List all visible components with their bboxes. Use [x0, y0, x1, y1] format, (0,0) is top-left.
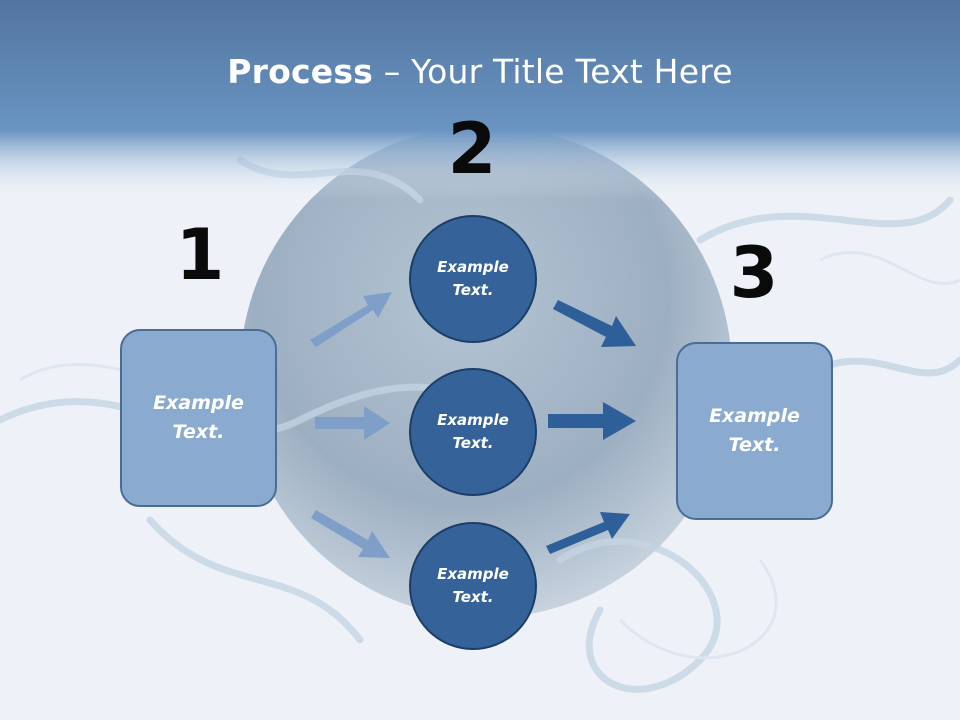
- slide-title: Process – Your Title Text Here: [0, 52, 960, 91]
- left-box: Example Text.: [120, 329, 277, 507]
- arrow-left-to-bottom: [311, 510, 390, 558]
- title-bold: Process: [227, 52, 374, 91]
- circle-top: Example Text.: [409, 215, 537, 343]
- circle-middle: Example Text.: [409, 368, 537, 496]
- step-number-2: 2: [447, 108, 497, 190]
- arrow-top-to-right: [553, 300, 636, 347]
- title-rest: – Your Title Text Here: [373, 52, 733, 91]
- arrow-bottom-to-right: [546, 512, 630, 554]
- arrow-left-to-top: [310, 292, 392, 347]
- step-number-1: 1: [175, 214, 225, 296]
- arrow-middle-to-right: [548, 402, 636, 440]
- arrow-left-to-middle: [315, 406, 390, 440]
- step-number-3: 3: [729, 232, 779, 314]
- right-box: Example Text.: [676, 342, 833, 520]
- circle-bottom: Example Text.: [409, 522, 537, 650]
